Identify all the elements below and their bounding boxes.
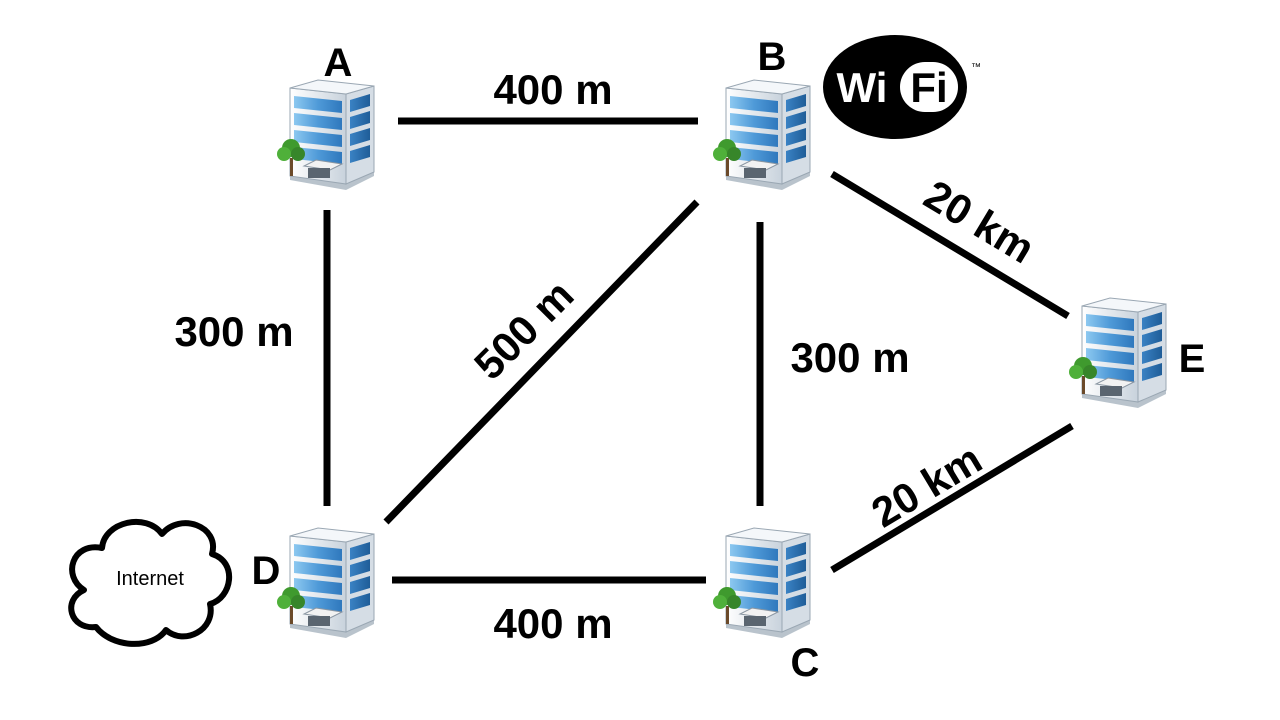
- building-b-label: B: [758, 35, 787, 79]
- link-d-c-label: 400 m: [493, 600, 612, 647]
- building-a-icon: [276, 79, 375, 191]
- link-c-e: [830, 422, 1074, 574]
- wifi-trademark: ™: [971, 62, 981, 73]
- link-a-b-label: 400 m: [493, 66, 612, 113]
- building-c-label: C: [791, 641, 820, 685]
- wifi-logo-fi: Fi: [910, 64, 947, 111]
- link-c-e-label: 20 km: [863, 435, 989, 537]
- link-d-b-label: 500 m: [465, 271, 582, 388]
- link-a-d-label: 300 m: [174, 308, 293, 355]
- link-b-e: [830, 171, 1070, 319]
- building-b-icon: [712, 79, 811, 191]
- link-b-e-label: 20 km: [916, 171, 1042, 273]
- wifi-logo: Wi Fi ™: [823, 35, 981, 139]
- link-d-b: [383, 199, 700, 525]
- building-d-label: D: [252, 549, 281, 593]
- building-c-icon: [712, 527, 811, 639]
- internet-label: Internet: [116, 568, 184, 590]
- building-a-label: A: [324, 41, 353, 85]
- link-b-c-label: 300 m: [790, 334, 909, 381]
- building-e-icon: [1068, 297, 1167, 409]
- internet-cloud-icon: [68, 518, 232, 647]
- building-e-label: E: [1179, 337, 1206, 381]
- building-d-icon: [276, 527, 375, 639]
- wifi-logo-wi: Wi: [837, 64, 888, 111]
